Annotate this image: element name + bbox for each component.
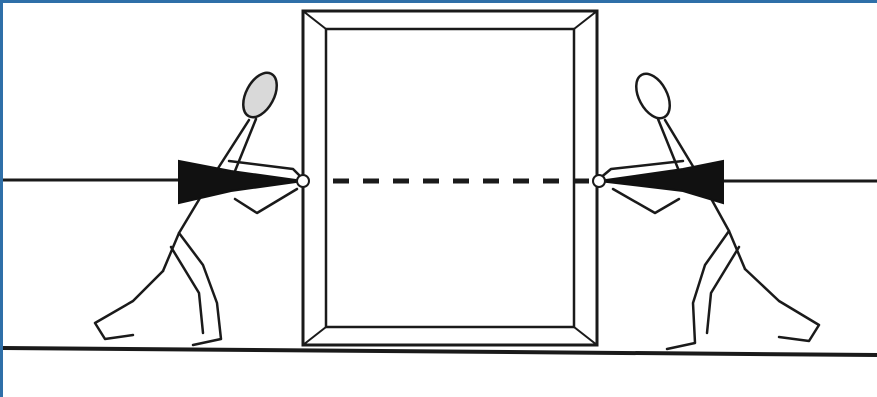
left-pushing-figure (93, 71, 305, 347)
right-force-arrow (598, 159, 724, 205)
left-contact-point (296, 174, 310, 188)
right-pushing-figure (597, 72, 821, 351)
right-contact-point (592, 174, 606, 188)
left-force-arrow (178, 159, 304, 205)
left-figure-head (242, 71, 278, 119)
frame-panel (301, 9, 599, 347)
diagram-svg (3, 9, 877, 357)
ground-line (3, 346, 877, 357)
right-figure-head (635, 72, 671, 120)
